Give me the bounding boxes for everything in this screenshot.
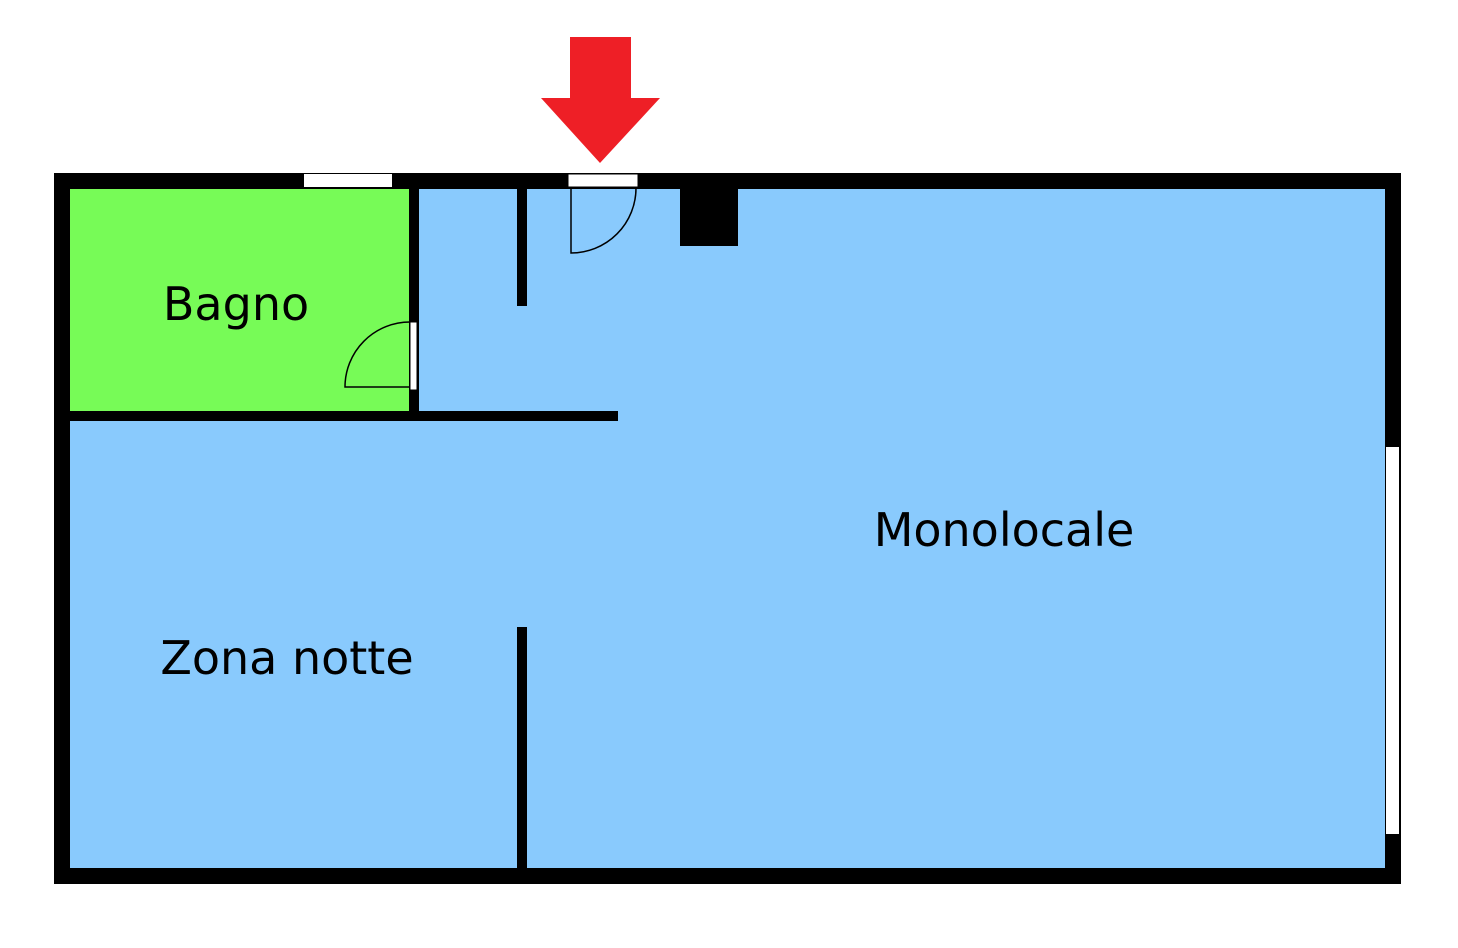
bagno-door-leaf [409, 321, 418, 391]
entrance-door-swing [570, 187, 637, 254]
bagno-door-swing [344, 321, 411, 388]
window-bagno [304, 174, 392, 187]
room-label-bagno: Bagno [163, 277, 309, 331]
room-label-monolocale: Monolocale [874, 503, 1135, 557]
window-monolocale [1386, 447, 1399, 834]
entrance-door-opening [567, 173, 639, 188]
arrow-down-icon [541, 37, 660, 163]
room-fill-bagno [62, 181, 414, 415]
structural-column [680, 188, 738, 246]
room-label-zona-notte: Zona notte [160, 631, 413, 685]
